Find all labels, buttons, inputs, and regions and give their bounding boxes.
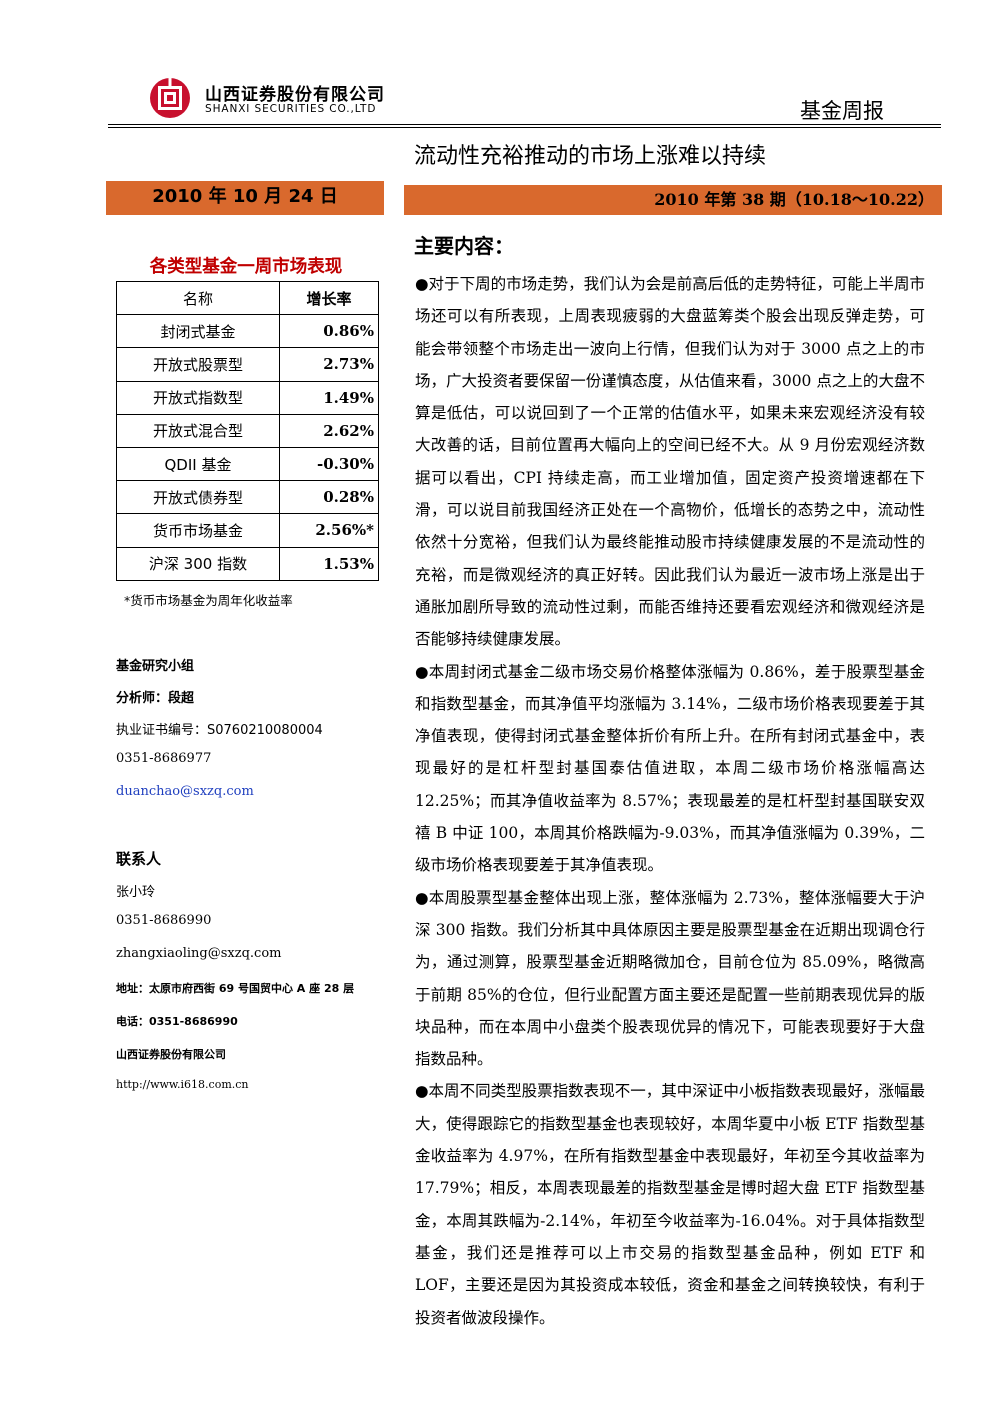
company-tel: 电话：0351-8686990 (116, 1015, 238, 1028)
company-address: 地址：太原市府西街 69 号国贸中心 A 座 28 层 (116, 982, 355, 995)
issue-banner: 2010 年第 38 期（10.18～10.22） (404, 185, 942, 215)
growth-rate-cell: 0.28% (279, 480, 379, 515)
table-row: 封闭式基金 0.86% (116, 314, 379, 349)
growth-rate-cell: 2.56%* (279, 513, 379, 548)
section-heading: 主要内容： (414, 234, 514, 258)
fund-type-cell: QDII 基金 (116, 446, 280, 482)
contact-name: 张小玲 (116, 885, 156, 900)
company-name-cn: 山西证券股份有限公司 (205, 85, 385, 105)
growth-rate-cell: 2.62% (279, 413, 379, 448)
table-title: 各类型基金一周市场表现 (149, 257, 343, 277)
table-row: 开放式债券型 0.28% (116, 480, 379, 515)
growth-rate-cell: 1.49% (279, 380, 379, 415)
analyst-phone: 0351-8686977 (116, 751, 212, 766)
growth-rate-cell: -0.30% (279, 446, 379, 482)
body-paragraph: ●本周不同类型股票指数表现不一，其中深证中小板指数表现最好，涨幅最大，使得跟踪它… (415, 1082, 925, 1327)
table-row: 开放式指数型 1.49% (116, 380, 379, 415)
company-website-link[interactable]: http://www.i618.com.cn (116, 1078, 249, 1091)
report-title: 流动性充裕推动的市场上涨难以持续 (414, 144, 767, 169)
contact-email: zhangxiaoling@sxzq.com (116, 946, 282, 961)
table-row: 开放式股票型 2.73% (116, 347, 379, 382)
header-divider-thin (108, 127, 941, 128)
company-name-footer: 山西证券股份有限公司 (116, 1048, 226, 1061)
fund-type-cell: 沪深 300 指数 (116, 546, 280, 581)
fund-type-cell: 开放式混合型 (116, 413, 280, 448)
table-header-row: 名称 增长率 (116, 280, 379, 316)
fund-type-cell: 开放式股票型 (116, 347, 280, 382)
table-row: 沪深 300 指数 1.53% (116, 546, 379, 581)
table-footnote: *货币市场基金为周年化收益率 (124, 593, 293, 608)
report-body: ●对于下周的市场走势，我们认为会是前高后低的走势特征，可能上半周市场还可以有所表… (415, 268, 925, 1334)
fund-performance-table: 名称 增长率 封闭式基金 0.86% 开放式股票型 2.73% 开放式指数型 1… (116, 280, 379, 581)
growth-rate-cell: 1.53% (279, 546, 379, 581)
contact-phone: 0351-8686990 (116, 913, 212, 928)
research-group: 基金研究小组 (116, 659, 195, 674)
body-paragraph: ●本周封闭式基金二级市场交易价格整体涨幅为 0.86%，差于股票型基金和指数型基… (415, 662, 925, 875)
table-header-name: 名称 (116, 280, 280, 316)
fund-type-cell: 封闭式基金 (116, 314, 280, 349)
header-divider (108, 124, 941, 125)
analyst-email-link[interactable]: duanchao@sxzq.com (116, 784, 254, 799)
company-logo-icon (150, 78, 190, 118)
analyst-name: 分析师：段超 (116, 691, 195, 706)
fund-type-cell: 货币市场基金 (116, 513, 280, 548)
growth-rate-cell: 2.73% (279, 347, 379, 382)
table-row: QDII 基金 -0.30% (116, 446, 379, 482)
contact-heading: 联系人 (116, 850, 162, 868)
table-header-growth: 增长率 (279, 280, 379, 316)
date-banner: 2010 年 10 月 24 日 (106, 181, 384, 215)
fund-type-cell: 开放式债券型 (116, 480, 280, 515)
body-paragraph: ●本周股票型基金整体出现上涨，整体涨幅为 2.73%，整体涨幅要大于沪深 300… (415, 888, 925, 1069)
body-paragraph: ●对于下周的市场走势，我们认为会是前高后低的走势特征，可能上半周市场还可以有所表… (415, 275, 925, 649)
table-row: 货币市场基金 2.56%* (116, 513, 379, 548)
fund-type-cell: 开放式指数型 (116, 380, 280, 415)
analyst-cert-number: 执业证书编号：S0760210080004 (116, 723, 323, 738)
growth-rate-cell: 0.86% (279, 314, 379, 349)
company-name-en: SHANXI SECURITIES CO.,LTD (205, 103, 377, 115)
table-row: 开放式混合型 2.62% (116, 413, 379, 448)
report-type: 基金周报 (800, 99, 884, 123)
